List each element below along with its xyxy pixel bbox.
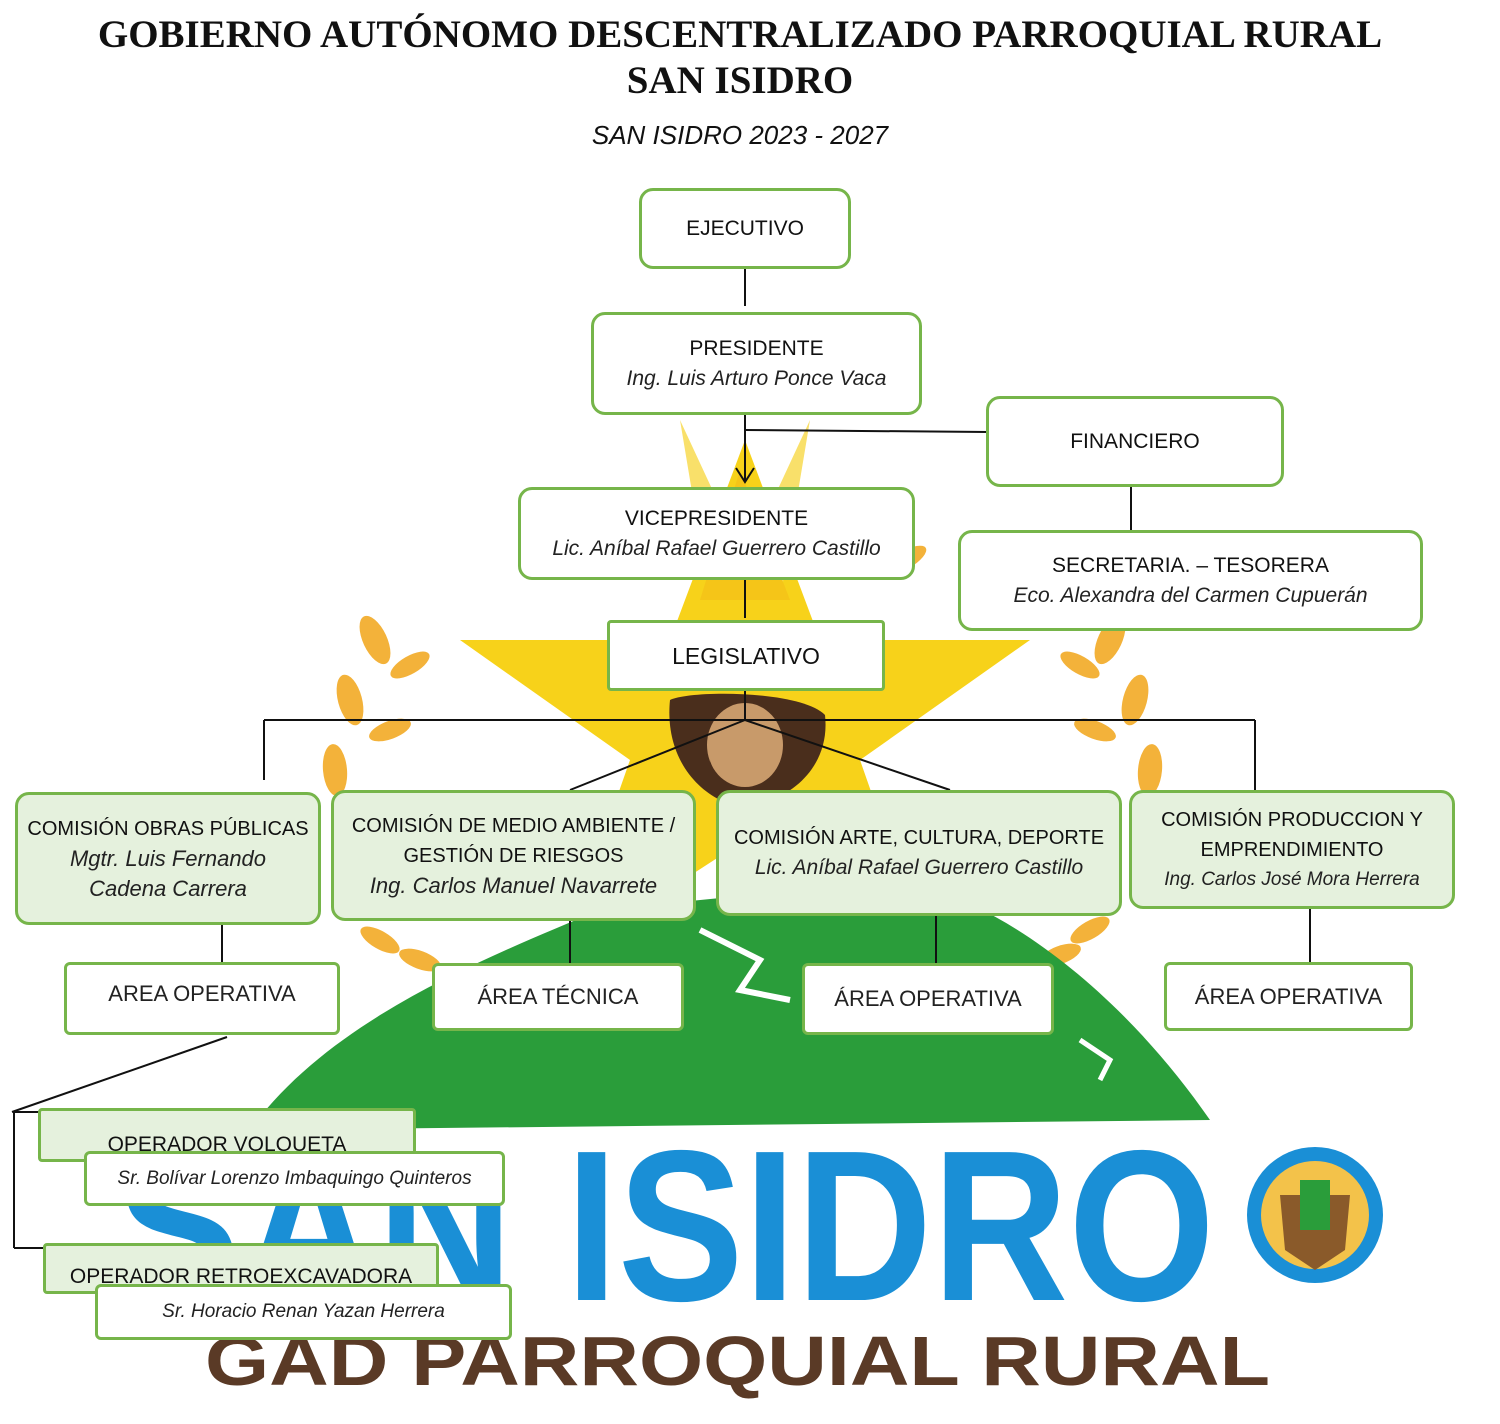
area-operativa-obras: AREA OPERATIVA: [64, 962, 340, 1035]
comision-medio-ambiente-box: COMISIÓN DE MEDIO AMBIENTE / GESTIÓN DE …: [331, 790, 696, 921]
page-title-line2: SAN ISIDRO: [626, 59, 854, 102]
ejecutivo-box: EJECUTIVO: [639, 188, 851, 269]
legislativo-label: LEGISLATIVO: [672, 642, 820, 669]
mountain-icon: [250, 880, 1210, 1130]
comision-role: COMISIÓN OBRAS PÚBLICAS: [27, 817, 309, 840]
presidente-role: PRESIDENTE: [689, 336, 824, 360]
operador-retroexcavadora-name-box: Sr. Horacio Renan Yazan Herrera: [95, 1284, 512, 1340]
area-label: ÁREA OPERATIVA: [834, 986, 1022, 1011]
comision-obras-publicas-box: COMISIÓN OBRAS PÚBLICAS Mgtr. Luis Ferna…: [15, 792, 321, 925]
area-label: AREA OPERATIVA: [108, 981, 296, 1006]
comision-name: Lic. Aníbal Rafael Guerrero Castillo: [754, 856, 1084, 879]
area-operativa-arte: ÁREA OPERATIVA: [802, 963, 1054, 1035]
laurel-right-icon: [1039, 615, 1163, 967]
secretaria-role: SECRETARIA. – TESORERA: [1052, 553, 1329, 577]
secretaria-name: Eco. Alexandra del Carmen Cupuerán: [1013, 583, 1368, 607]
page-title: GOBIERNO AUTÓNOMO DESCENTRALIZADO PARROQ…: [97, 13, 1383, 56]
parish-seal-icon: [1247, 1147, 1383, 1283]
comision-produccion-box: COMISIÓN PRODUCCION Y EMPRENDIMIENTO Ing…: [1129, 790, 1455, 909]
presidente-name: Ing. Luis Arturo Ponce Vaca: [626, 366, 887, 390]
operador-name: Sr. Bolívar Lorenzo Imbaquingo Quinteros: [117, 1167, 472, 1189]
financiero-box: FINANCIERO: [986, 396, 1284, 487]
operador-name: Sr. Horacio Renan Yazan Herrera: [162, 1301, 445, 1322]
comision-name: Ing. Carlos José Mora Herrera: [1164, 868, 1420, 890]
comision-name: Cadena Carrera: [89, 875, 247, 901]
comision-role: COMISIÓN PRODUCCION Y: [1161, 808, 1423, 831]
ejecutivo-label: EJECUTIVO: [686, 216, 804, 240]
vicepresidente-box: VICEPRESIDENTE Lic. Aníbal Rafael Guerre…: [518, 487, 915, 580]
area-label: ÁREA OPERATIVA: [1194, 983, 1383, 1009]
operador-role: OPERADOR RETROEXCAVADORA: [69, 1265, 413, 1288]
operador-volqueta-name-box: Sr. Bolívar Lorenzo Imbaquingo Quinteros: [84, 1151, 505, 1206]
comision-arte-cultura-box: COMISIÓN ARTE, CULTURA, DEPORTE Lic. Aní…: [716, 790, 1122, 916]
comision-role: COMISIÓN ARTE, CULTURA, DEPORTE: [733, 827, 1105, 849]
page-subtitle: SAN ISIDRO 2023 - 2027: [591, 120, 889, 150]
comision-role: COMISIÓN DE MEDIO AMBIENTE /: [351, 814, 676, 837]
presidente-box: PRESIDENTE Ing. Luis Arturo Ponce Vaca: [591, 312, 922, 415]
comision-name: Mgtr. Luis Fernando: [69, 845, 267, 871]
financiero-label: FINANCIERO: [1070, 429, 1200, 453]
comision-role: GESTIÓN DE RIESGOS: [403, 844, 624, 867]
operador-role: OPERADOR VOLQUETA: [107, 1133, 347, 1156]
vicepresidente-role: VICEPRESIDENTE: [624, 506, 809, 530]
secretaria-tesorera-box: SECRETARIA. – TESORERA Eco. Alexandra de…: [958, 530, 1423, 631]
area-operativa-produccion: ÁREA OPERATIVA: [1164, 962, 1413, 1031]
area-label: ÁREA TÉCNICA: [477, 984, 639, 1009]
comision-role: EMPRENDIMIENTO: [1200, 838, 1384, 861]
legislativo-box: LEGISLATIVO: [607, 620, 885, 691]
area-tecnica: ÁREA TÉCNICA: [432, 963, 684, 1031]
vicepresidente-name: Lic. Aníbal Rafael Guerrero Castillo: [552, 536, 881, 560]
comision-name: Ing. Carlos Manuel Navarrete: [369, 872, 658, 898]
